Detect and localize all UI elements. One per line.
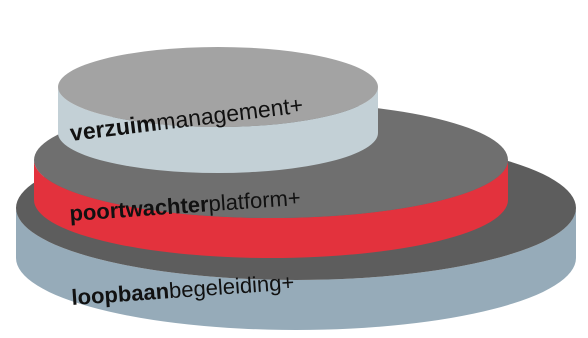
tier-top-top bbox=[58, 47, 378, 127]
tier-top bbox=[58, 47, 378, 173]
label-loopbaanbegeleiding: loopbaanbegeleiding+ bbox=[71, 269, 295, 310]
tier-top-side bbox=[58, 87, 378, 173]
tier-bottom-side bbox=[16, 208, 576, 330]
tier-middle-side bbox=[34, 160, 508, 258]
